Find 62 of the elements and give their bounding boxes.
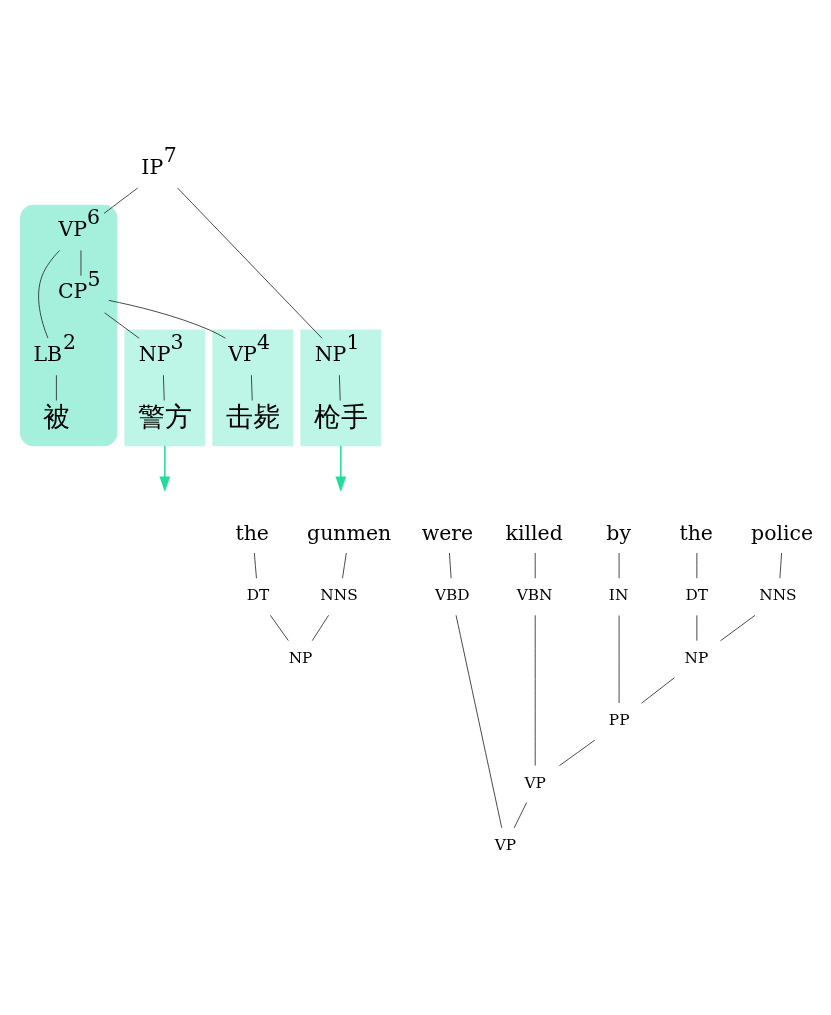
cluster (124, 329, 206, 446)
node-text: NP (684, 648, 709, 667)
node-text: IN (608, 585, 629, 604)
connector (779, 552, 782, 579)
connector (342, 552, 347, 579)
node-text: 枪手 (313, 400, 368, 432)
connector (641, 676, 675, 704)
node-label: 7 (163, 142, 177, 167)
node-text: NNS (759, 585, 797, 604)
connector (104, 311, 140, 339)
connector (163, 374, 165, 401)
connector (269, 614, 289, 641)
node-text: 被 (42, 400, 70, 432)
node-label: 5 (87, 266, 101, 291)
node-text: VP (494, 835, 517, 854)
node-text: VP (228, 341, 257, 366)
node-text: killed (505, 520, 563, 545)
node-text: NP (288, 648, 313, 667)
node-text: NP (314, 341, 347, 366)
node-text: VP (58, 216, 87, 241)
connector (108, 299, 226, 339)
node-text: NP (138, 341, 171, 366)
node-label: 1 (346, 329, 360, 354)
node-text: by (606, 520, 631, 545)
cluster (300, 329, 382, 446)
node-text: DT (246, 585, 270, 604)
node-text: PP (608, 710, 630, 729)
node-label: 3 (170, 329, 184, 354)
connector (250, 374, 253, 401)
node-text: gunmen (307, 520, 392, 545)
cluster (212, 329, 294, 446)
node-text: IP (141, 154, 164, 179)
node-text: were (421, 520, 474, 545)
arrow (159, 444, 171, 492)
connector (253, 552, 257, 579)
node-label: 4 (256, 329, 270, 354)
connector (720, 614, 756, 641)
connector (56, 374, 57, 401)
node-text: LB (33, 341, 63, 366)
cluster (20, 204, 118, 446)
node-text: VBD (434, 585, 470, 604)
connector (455, 614, 503, 828)
connector (103, 187, 139, 214)
arrow (335, 444, 347, 492)
node-label: 6 (87, 204, 101, 229)
node-text: police (751, 520, 814, 545)
connector (38, 249, 61, 338)
node-text: the (679, 520, 713, 545)
node-text: DT (685, 585, 709, 604)
connector (338, 374, 341, 401)
node-text: 击毙 (225, 400, 280, 432)
connector (449, 552, 452, 579)
node-text: NNS (320, 585, 358, 604)
node-text: 警方 (137, 400, 192, 432)
node-text: CP (57, 278, 88, 303)
connector (513, 801, 528, 828)
node-text: VP (524, 773, 546, 792)
connector (311, 614, 329, 641)
node-label: 2 (63, 329, 77, 354)
connector (559, 739, 596, 766)
node-text: VBN (516, 585, 553, 604)
node-text: the (235, 520, 269, 545)
